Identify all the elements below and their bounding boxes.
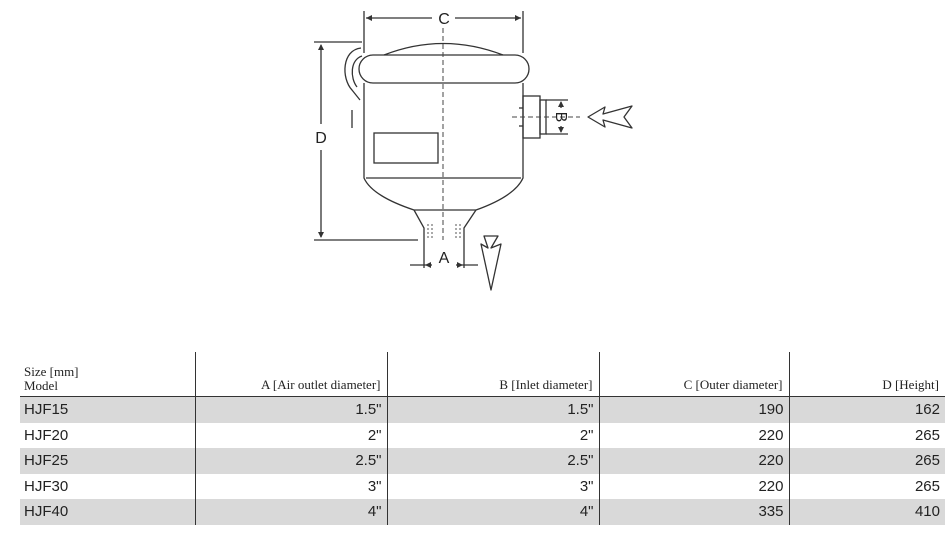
header-model: Size [mm] Model — [20, 352, 195, 397]
cell-b: 4" — [386, 499, 599, 525]
body-left-wall — [363, 83, 415, 211]
side-handle-outer — [344, 47, 362, 101]
cell-b: 2.5" — [386, 448, 599, 474]
cell-d: 162 — [788, 396, 945, 423]
header-col-a: A [Air outlet diameter] — [194, 352, 387, 397]
cell-a: 2" — [194, 422, 387, 448]
table-row: HJF30 3" 3" 220 265 — [20, 473, 945, 499]
side-handle-inner — [351, 55, 363, 88]
table-row: HJF40 4" 4" 335 410 — [20, 499, 945, 525]
header-col-b: B [Inlet diameter] — [386, 352, 599, 397]
header-col-c: C [Outer diameter] — [598, 352, 789, 397]
technical-drawing: C D B A — [314, 11, 633, 291]
b-arrowhead-top — [558, 101, 564, 107]
cell-c: 220 — [598, 448, 789, 474]
cell-d: 265 — [788, 422, 945, 448]
c-arrowhead-left — [366, 15, 372, 21]
table-header-row: Size [mm] Model A [Air outlet diameter] … — [20, 352, 945, 397]
a-arrowhead-right — [457, 262, 463, 268]
cell-c: 220 — [598, 422, 789, 448]
cell-c: 220 — [598, 473, 789, 499]
cell-b: 3" — [386, 473, 599, 499]
outlet-left — [413, 209, 425, 240]
cell-a: 3" — [194, 473, 387, 499]
b-label: B — [552, 112, 569, 123]
cell-c: 190 — [598, 396, 789, 423]
a-label: A — [439, 250, 450, 267]
cell-d: 265 — [788, 473, 945, 499]
dome-lid — [383, 42, 504, 56]
cell-a: 1.5" — [194, 396, 387, 423]
c-arrowhead-right — [515, 15, 521, 21]
header-model-label: Model — [24, 378, 58, 393]
header-size-unit: Size [mm] — [24, 364, 79, 379]
b-arrowhead-bottom — [558, 127, 564, 133]
cell-a: 2.5" — [194, 448, 387, 474]
cell-b: 2" — [386, 422, 599, 448]
table-row: HJF20 2" 2" 220 265 — [20, 422, 945, 448]
outlet-flow-arrow-icon — [480, 235, 502, 291]
cell-c: 335 — [598, 499, 789, 525]
inlet-flow-arrow-icon — [587, 105, 633, 129]
size-table: Size [mm] Model A [Air outlet diameter] … — [20, 352, 945, 525]
table-row: HJF25 2.5" 2.5" 220 265 — [20, 448, 945, 474]
separator-diagram: C D B A — [314, 11, 633, 291]
cell-model: HJF30 — [24, 477, 69, 495]
nameplate — [373, 132, 439, 164]
table-row: HJF15 1.5" 1.5" 190 162 — [20, 396, 945, 423]
cell-d: 265 — [788, 448, 945, 474]
cell-d: 410 — [788, 499, 945, 525]
d-arrowhead-top — [318, 44, 324, 50]
cell-model: HJF20 — [24, 426, 69, 444]
header-col-d: D [Height] — [788, 352, 945, 397]
cell-model: HJF15 — [20, 396, 195, 423]
d-label: D — [315, 130, 327, 147]
c-label: C — [438, 11, 450, 28]
outlet-right — [463, 209, 477, 240]
body-right-wall — [475, 83, 524, 211]
cell-model: HJF40 — [20, 499, 195, 525]
d-arrowhead-bottom — [318, 232, 324, 238]
a-arrowhead-left — [425, 262, 431, 268]
cell-model: HJF25 — [20, 448, 195, 474]
top-ring — [358, 54, 530, 84]
cell-a: 4" — [194, 499, 387, 525]
cell-b: 1.5" — [386, 396, 599, 423]
